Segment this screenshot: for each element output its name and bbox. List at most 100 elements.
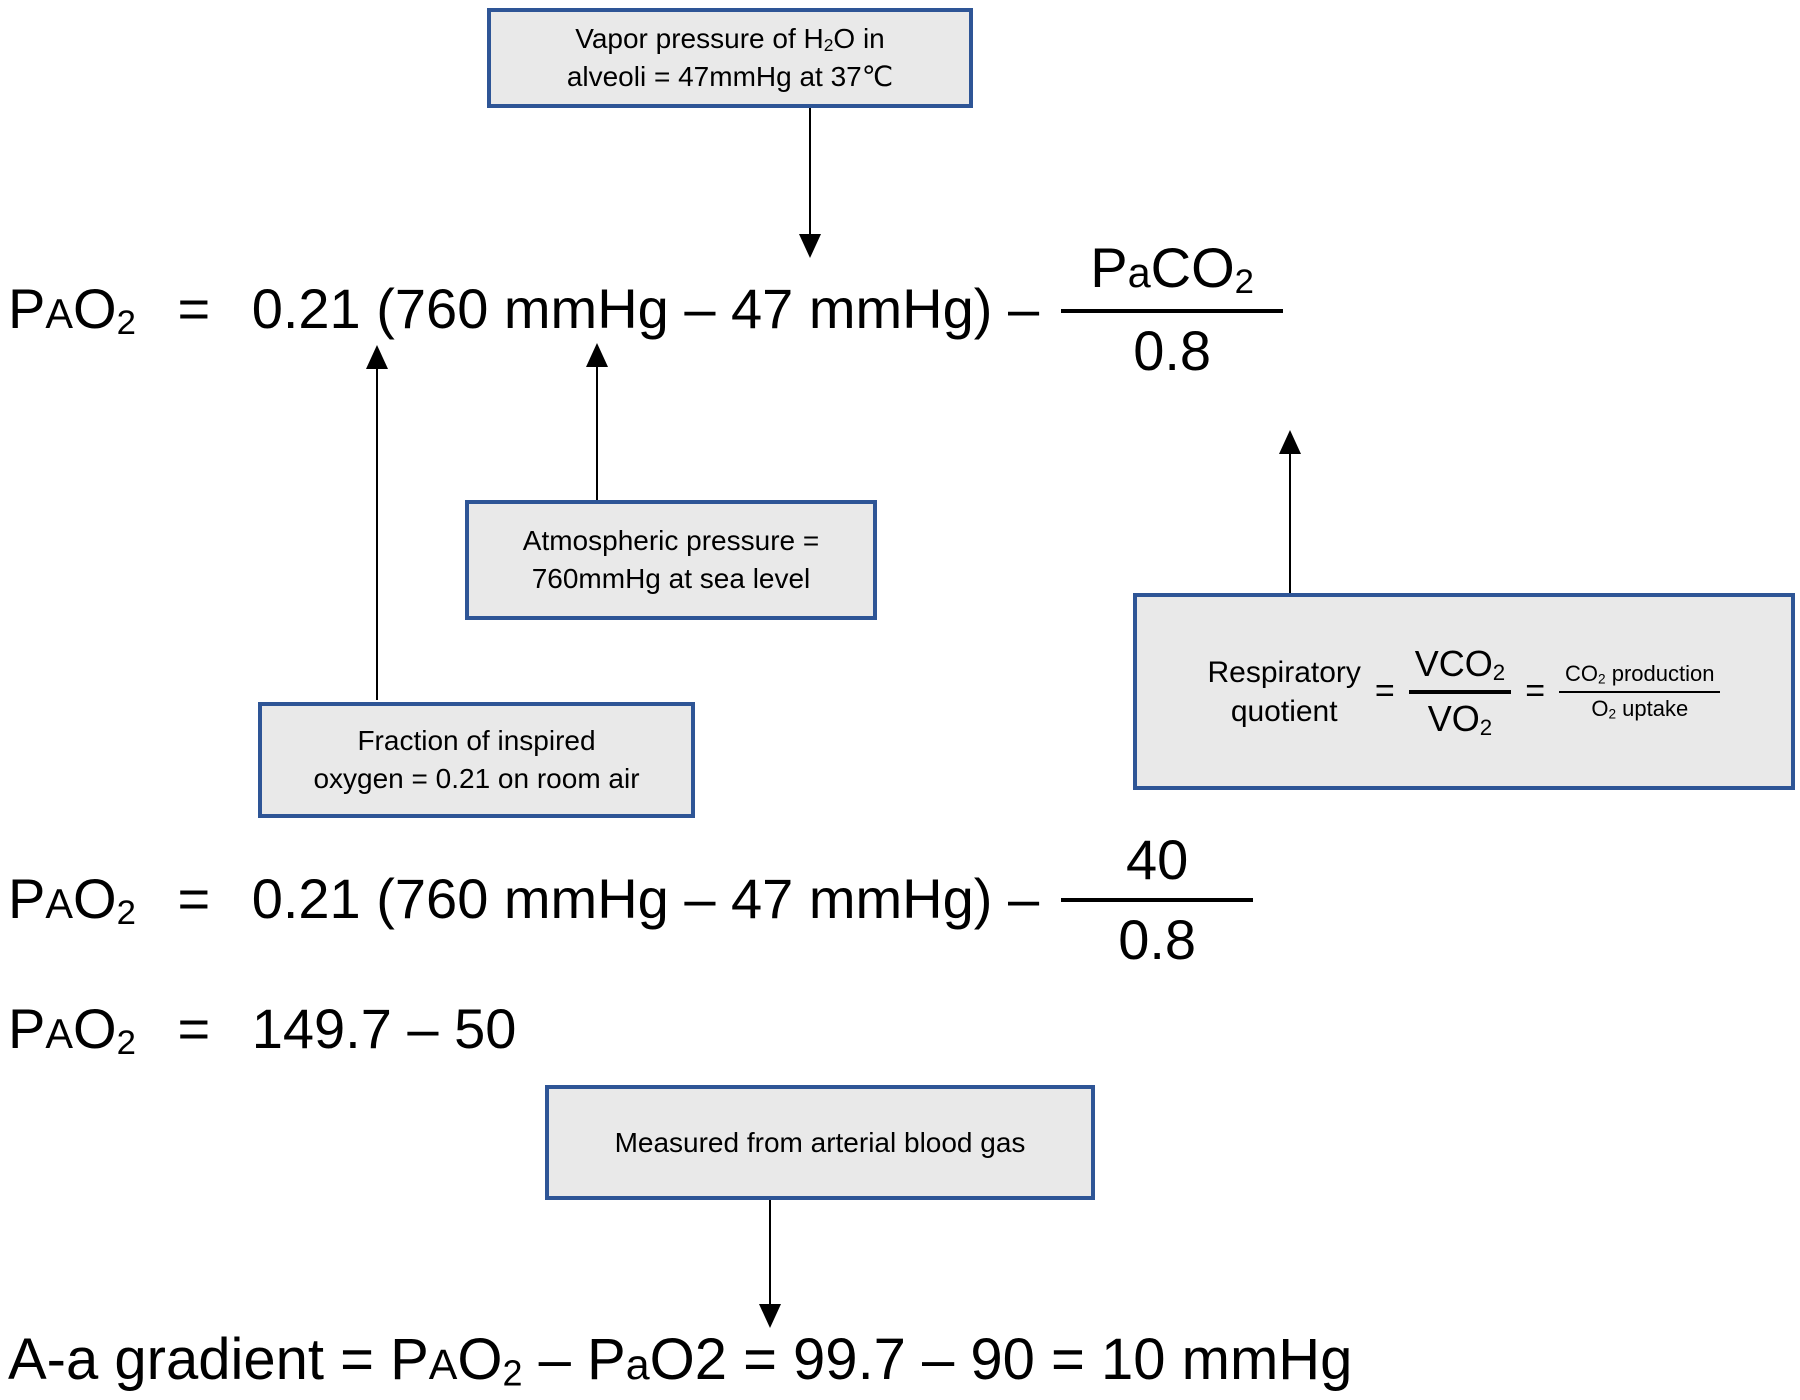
- rq-content: Respiratory quotient = VCO2 VO2 = CO2 pr…: [1208, 643, 1721, 740]
- text-segment: Fraction of inspired: [357, 725, 596, 757]
- text-segment: CO: [1150, 236, 1235, 300]
- arrow-atmospheric-to-760: [586, 343, 608, 500]
- pao2-term: PAO2: [8, 277, 136, 343]
- vapor-pressure-callout: Vapor pressure of H2O in alveoli = 47mmH…: [487, 8, 973, 108]
- text-segment: O: [73, 277, 117, 341]
- text-segment: production: [1605, 661, 1715, 687]
- respiratory-quotient-callout: Respiratory quotient = VCO2 VO2 = CO2 pr…: [1133, 593, 1795, 790]
- callout-line: Atmospheric pressure =: [523, 522, 819, 560]
- atmospheric-pressure-callout: Atmospheric pressure = 760mmHg at sea le…: [465, 500, 877, 620]
- paco2-fraction: PaCO2 0.8: [1061, 236, 1284, 384]
- text-segment: 760mmHg at sea level: [531, 563, 811, 594]
- subscript-text: 2: [116, 1024, 136, 1063]
- subscript-text: 2: [116, 894, 136, 933]
- text-segment: Vapor pressure of H: [575, 23, 824, 55]
- subscript-text: 2: [1479, 714, 1493, 740]
- equals-sign: =: [177, 277, 211, 341]
- arrow-head-icon: [799, 234, 821, 258]
- fraction-bar: [1061, 898, 1254, 902]
- arrow-shaft: [808, 108, 812, 238]
- text-segment: O: [457, 1327, 503, 1392]
- arrow-shaft: [595, 363, 599, 500]
- text-segment: A: [45, 1010, 73, 1058]
- text-segment: P: [8, 277, 46, 341]
- text-segment: = 99.7 – 90 = 10 mmHg: [726, 1327, 1353, 1392]
- text-segment: 40: [1125, 827, 1189, 891]
- callout-line: Measured from arterial blood gas: [615, 1124, 1026, 1162]
- equation-body: 0.21 (760 mmHg – 47 mmHg) –: [251, 277, 1040, 341]
- equation-text: PAO2 = 0.21 (760 mmHg – 47 mmHg) –: [8, 276, 1039, 343]
- fraction-denominator: 0.8: [1118, 908, 1197, 971]
- text-segment: A: [45, 880, 73, 928]
- rq-label-line: Respiratory: [1208, 653, 1361, 692]
- text-segment: alveoli = 47mmHg at 37℃: [566, 61, 894, 92]
- arrow-head-icon: [1279, 430, 1301, 454]
- text-segment: A: [45, 290, 73, 338]
- arrow-fio2-to-021: [366, 345, 388, 700]
- equals-sign: =: [177, 867, 211, 931]
- text-segment: oxygen = 0.21 on room air: [313, 763, 640, 794]
- text-segment: P: [1090, 236, 1128, 300]
- arrow-head-icon: [586, 343, 608, 367]
- callout-line: Vapor pressure of H2O in: [575, 20, 885, 58]
- subscript-text: 2: [823, 35, 834, 56]
- equals-sign: =: [1525, 671, 1546, 710]
- subscript-text: 2: [1492, 659, 1506, 685]
- arrow-head-icon: [366, 345, 388, 369]
- rq-label: Respiratory quotient: [1208, 653, 1361, 731]
- subscript-text: 2: [502, 1352, 523, 1394]
- callout-line: alveoli = 47mmHg at 37℃: [567, 58, 893, 96]
- text-segment: O in: [833, 23, 885, 55]
- text-segment: O2: [649, 1327, 727, 1392]
- arrow-head-icon: [759, 1304, 781, 1328]
- arterial-blood-gas-callout: Measured from arterial blood gas: [545, 1085, 1095, 1200]
- equation-alveolar-gas: PAO2 = 0.21 (760 mmHg – 47 mmHg) – PaCO2…: [8, 222, 1284, 398]
- text-segment: a: [1127, 249, 1151, 297]
- text-segment: –: [522, 1327, 588, 1392]
- text-segment: A: [428, 1341, 458, 1389]
- subscript-text: 2: [1598, 671, 1606, 687]
- equation-substituted: PAO2 = 0.21 (760 mmHg – 47 mmHg) – 40 0.…: [8, 812, 1254, 988]
- callout-line: Fraction of inspired: [357, 722, 595, 760]
- fraction-numerator: 40: [1116, 828, 1198, 892]
- subscript-text: 2: [116, 304, 136, 343]
- subscript-text: 2: [1608, 705, 1617, 721]
- equation-result: PAO2 = 149.7 – 50: [8, 988, 516, 1072]
- equation-text: PAO2 = 0.21 (760 mmHg – 47 mmHg) –: [8, 866, 1039, 933]
- arrow-rq-to-08: [1279, 430, 1301, 593]
- inspired-oxygen-callout: Fraction of inspired oxygen = 0.21 on ro…: [258, 702, 695, 818]
- text-segment: Atmospheric pressure =: [522, 525, 820, 557]
- text-segment: CO: [1565, 661, 1599, 687]
- text-segment: P: [8, 867, 46, 931]
- fraction-denominator: 0.8: [1133, 319, 1212, 383]
- equals-sign: =: [177, 997, 211, 1061]
- arrow-vapor-to-47mmhg: [799, 108, 821, 258]
- aa-gradient-equation: A-a gradient = PAO2 – PaO2 = 99.7 – 90 =…: [8, 1326, 1352, 1394]
- fraction-numerator: PaCO2: [1080, 236, 1264, 303]
- fraction-bar: [1061, 309, 1284, 314]
- text-segment: Respiratory: [1207, 655, 1361, 689]
- text-segment: VO: [1427, 697, 1480, 739]
- text-segment: Measured from arterial blood gas: [614, 1126, 1026, 1158]
- text-segment: a: [625, 1341, 650, 1389]
- text-segment: uptake: [1616, 695, 1689, 721]
- text-segment: quotient: [1230, 694, 1338, 728]
- text-segment: O: [73, 867, 117, 931]
- fraction-bar: [1559, 690, 1721, 693]
- text-segment: O: [73, 997, 117, 1061]
- rq-label-line: quotient: [1208, 692, 1361, 731]
- subscript-text: 2: [1234, 263, 1254, 302]
- fraction-numerator: CO2 production: [1559, 661, 1720, 687]
- callout-line: oxygen = 0.21 on room air: [313, 760, 639, 798]
- callout-line: 760mmHg at sea level: [532, 560, 811, 598]
- vco2-vo2-fraction: VCO2 VO2: [1408, 643, 1512, 741]
- equation-text: PAO2 = 149.7 – 50: [8, 996, 516, 1063]
- text-segment: P: [8, 997, 46, 1061]
- fraction-bar: [1408, 689, 1512, 694]
- pao2-term: PAO2: [8, 997, 136, 1063]
- co2-production-fraction: CO2 production O2 uptake: [1559, 661, 1721, 721]
- fraction-denominator: VO2: [1422, 698, 1498, 741]
- fraction-numerator: VCO2: [1409, 643, 1511, 686]
- text-segment: P: [587, 1327, 626, 1392]
